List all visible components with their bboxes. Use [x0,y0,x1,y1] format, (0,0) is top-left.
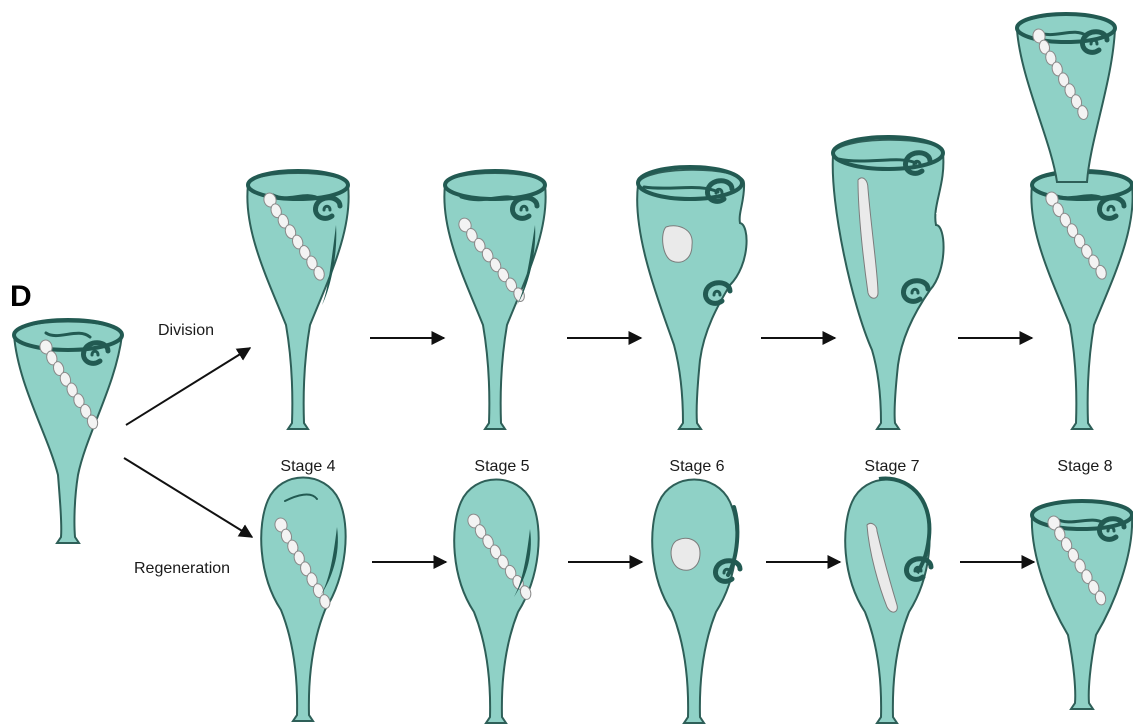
regeneration-stage-4-cell [261,478,345,722]
stage-label: Stage 5 [474,458,529,475]
division-label: Division [158,322,214,339]
division-pathway-arrow [126,348,250,425]
panel-letter: D [10,280,32,313]
division-stage-4-cell [247,171,348,429]
regeneration-stage-5-cell [454,480,538,724]
regeneration-stage-6-cell [652,480,740,724]
regeneration-label: Regeneration [134,560,230,577]
division-stage-8-daughter-cell [1031,171,1132,429]
stage-label: Stage 6 [669,458,724,475]
regeneration-stage-7-cell [845,479,931,723]
division-stage-7-cell [833,137,944,429]
stage-label: Stage 7 [864,458,919,475]
stage-label: Stage 4 [280,458,335,475]
division-stage-8-anterior-cell [1017,14,1115,182]
division-stage-5-cell [444,171,545,429]
regeneration-pathway-arrow [124,458,252,537]
regeneration-stage-8-cell [1032,501,1132,709]
stage-label: Stage 8 [1057,458,1112,475]
division-stage-6-cell [637,167,746,429]
initial-cell [14,320,122,543]
